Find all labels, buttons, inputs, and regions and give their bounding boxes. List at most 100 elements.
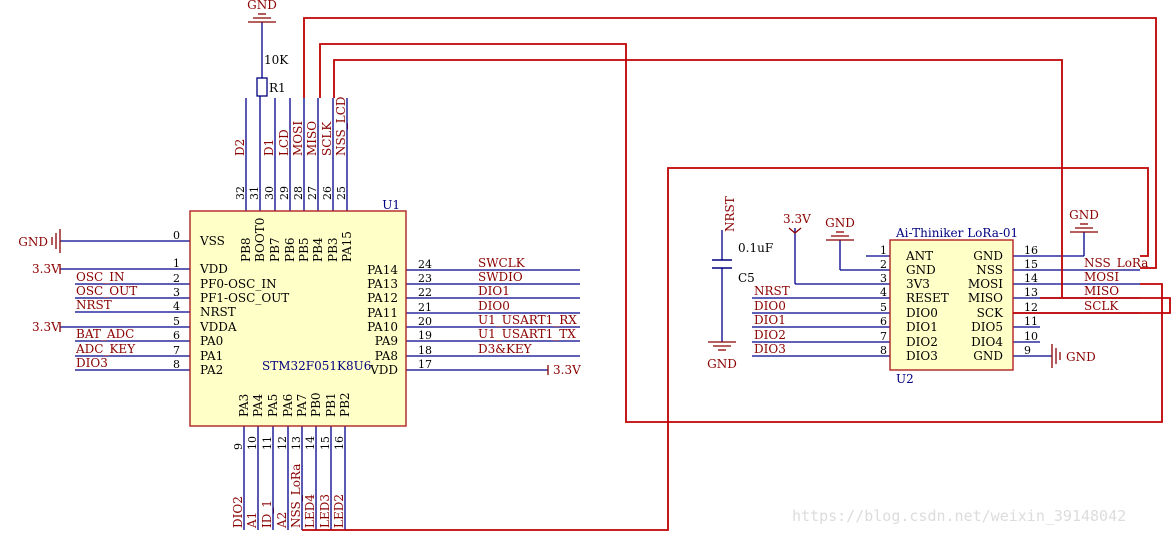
drawn-net-sck-loop [1013,297,1171,314]
u1-pin-name: PB5 [297,237,311,262]
u1-pin-name: PA13 [367,277,398,291]
watermark: https://blog.csdn.net/weixin_39148042 [792,507,1126,525]
u1-pin-number: 25 [335,186,348,200]
u2-pin-name: GND [973,249,1003,263]
u2-pin-name: DIO1 [906,320,938,334]
u1-pin-number: 24 [418,258,432,271]
u2-pin-name: DIO0 [906,306,938,320]
u1-designator: U1 [382,198,400,212]
u2-pin-number: 6 [880,315,887,328]
u2-pin-number: 12 [1024,301,1038,314]
u1-pin-number: 3 [173,286,180,299]
net-label: A2 [275,512,289,529]
u2-pin-number: 7 [880,330,887,343]
net-label: LED3 [318,494,332,528]
u1-pin-number: 7 [173,344,180,357]
u1-pin-name: VDD [199,262,228,276]
u1-pin-number: 17 [418,358,432,371]
hand-drawn-net-wires [302,17,1171,531]
u1-3v3-port: 3.3V [32,320,61,334]
u1-pin-name: PB0 [309,392,323,417]
u1-pin-number: 1 [173,257,180,270]
net-label: LED2 [332,494,346,528]
u2-pin9-gnd: GND [1051,344,1096,368]
gnd-label: GND [825,216,855,230]
u1-3v3-port: 3.3V [32,262,61,276]
u1-pin-name: VDD [369,363,398,377]
u2-pin-number: 1 [880,244,887,257]
u1-pin-number: 31 [248,186,261,200]
u1-pin-number: 13 [290,436,303,450]
c5-designator: C5 [738,271,755,285]
u1-pin-number: 18 [418,344,432,357]
u1-pin-name: VSS [199,234,225,248]
u2-body [889,239,1014,371]
u2-pin-name: DIO5 [971,320,1003,334]
u2-pin-number: 3 [880,272,887,285]
net-label: SCLK [1084,299,1119,313]
net-label: DIO1 [754,313,786,327]
net-label: DIO0 [478,299,510,313]
u1-pin-name: PB2 [338,392,352,417]
u2-pin-name: MISO [968,291,1003,305]
power-port-arrow [788,227,802,234]
gnd-label: GND [18,235,48,249]
power-3v3-label: 3.3V [32,262,60,276]
u1-pin-name: PA12 [367,291,398,305]
power-3v3-label: 3.3V [32,320,60,334]
u1-pin-number: 9 [232,443,245,450]
u2-pin-number: 11 [1024,315,1038,328]
u2-pin-number: 5 [880,301,887,314]
drawn-net-miso [319,43,1163,423]
u1-pin-name: PB6 [283,237,297,262]
gnd-label: GND [247,0,277,12]
u2-pin-name: NSS [976,263,1003,277]
u1-pin-name: PA11 [367,306,398,320]
u1-pin-name: VDDA [199,320,237,334]
c5-gnd-label: GND [707,357,737,371]
u1-pin-name: PF0-OSC_IN [200,277,277,291]
net-label: NSS_LCD [334,96,348,156]
u2-pin-name: GND [973,349,1003,363]
net-label: MOSI [1084,270,1119,284]
u1-pin-name: PA14 [367,263,398,277]
u1-pin-number: 14 [304,436,317,450]
u2-pin-number: 16 [1024,244,1038,257]
u1-vdd-3v3-port: 3.3V [547,363,581,377]
u2-pin-name: 3V3 [906,277,930,291]
u1-pin-name: PB7 [268,237,282,262]
net-label: MOSI [291,121,305,156]
u2-part-name: Ai-Thiniker LoRa-01 [895,226,1018,240]
u1-pin-number: 29 [278,186,291,200]
u1-pin-name: PF1-OSC_OUT [200,291,289,305]
net-label: D1 [262,139,276,156]
net-label: ID_1 [260,500,274,528]
c5-value: 0.1uF [738,241,773,255]
u1-pin-name: PA15 [340,231,354,262]
u1-pin-name: PA10 [367,320,398,334]
u1-pin-name: PA3 [237,394,251,417]
u1-pin-number: 11 [261,436,274,450]
net-label: SWCLK [478,256,526,270]
u1-pin-number: 5 [173,315,180,328]
u1-pin-number: 30 [263,186,276,200]
u1-pin-number: 20 [418,315,432,328]
net-label: BAT_ADC [76,327,134,341]
u1-pin-number: 16 [333,436,346,450]
u1-pin-number: 19 [418,329,432,342]
u1-pin-name: PA1 [200,349,223,363]
net-label: U1_USART1_RX [478,313,577,327]
power-3v3-label: 3.3V [783,212,811,226]
u1-pin-name: BOOT0 [253,218,267,262]
u2-pin-number: 14 [1024,272,1038,285]
net-label: OSC_IN [76,270,124,284]
net-label: DIO1 [478,284,510,298]
u2-pin-name: DIO2 [906,335,938,349]
u2-pin-number: 9 [1024,344,1031,357]
u2-pin-number: 4 [880,286,887,299]
u1-pin-number: 12 [276,436,289,450]
drawn-net-mosi [303,17,1157,269]
net-label: LCD [277,129,291,156]
u1-pin-name: NRST [200,305,236,319]
